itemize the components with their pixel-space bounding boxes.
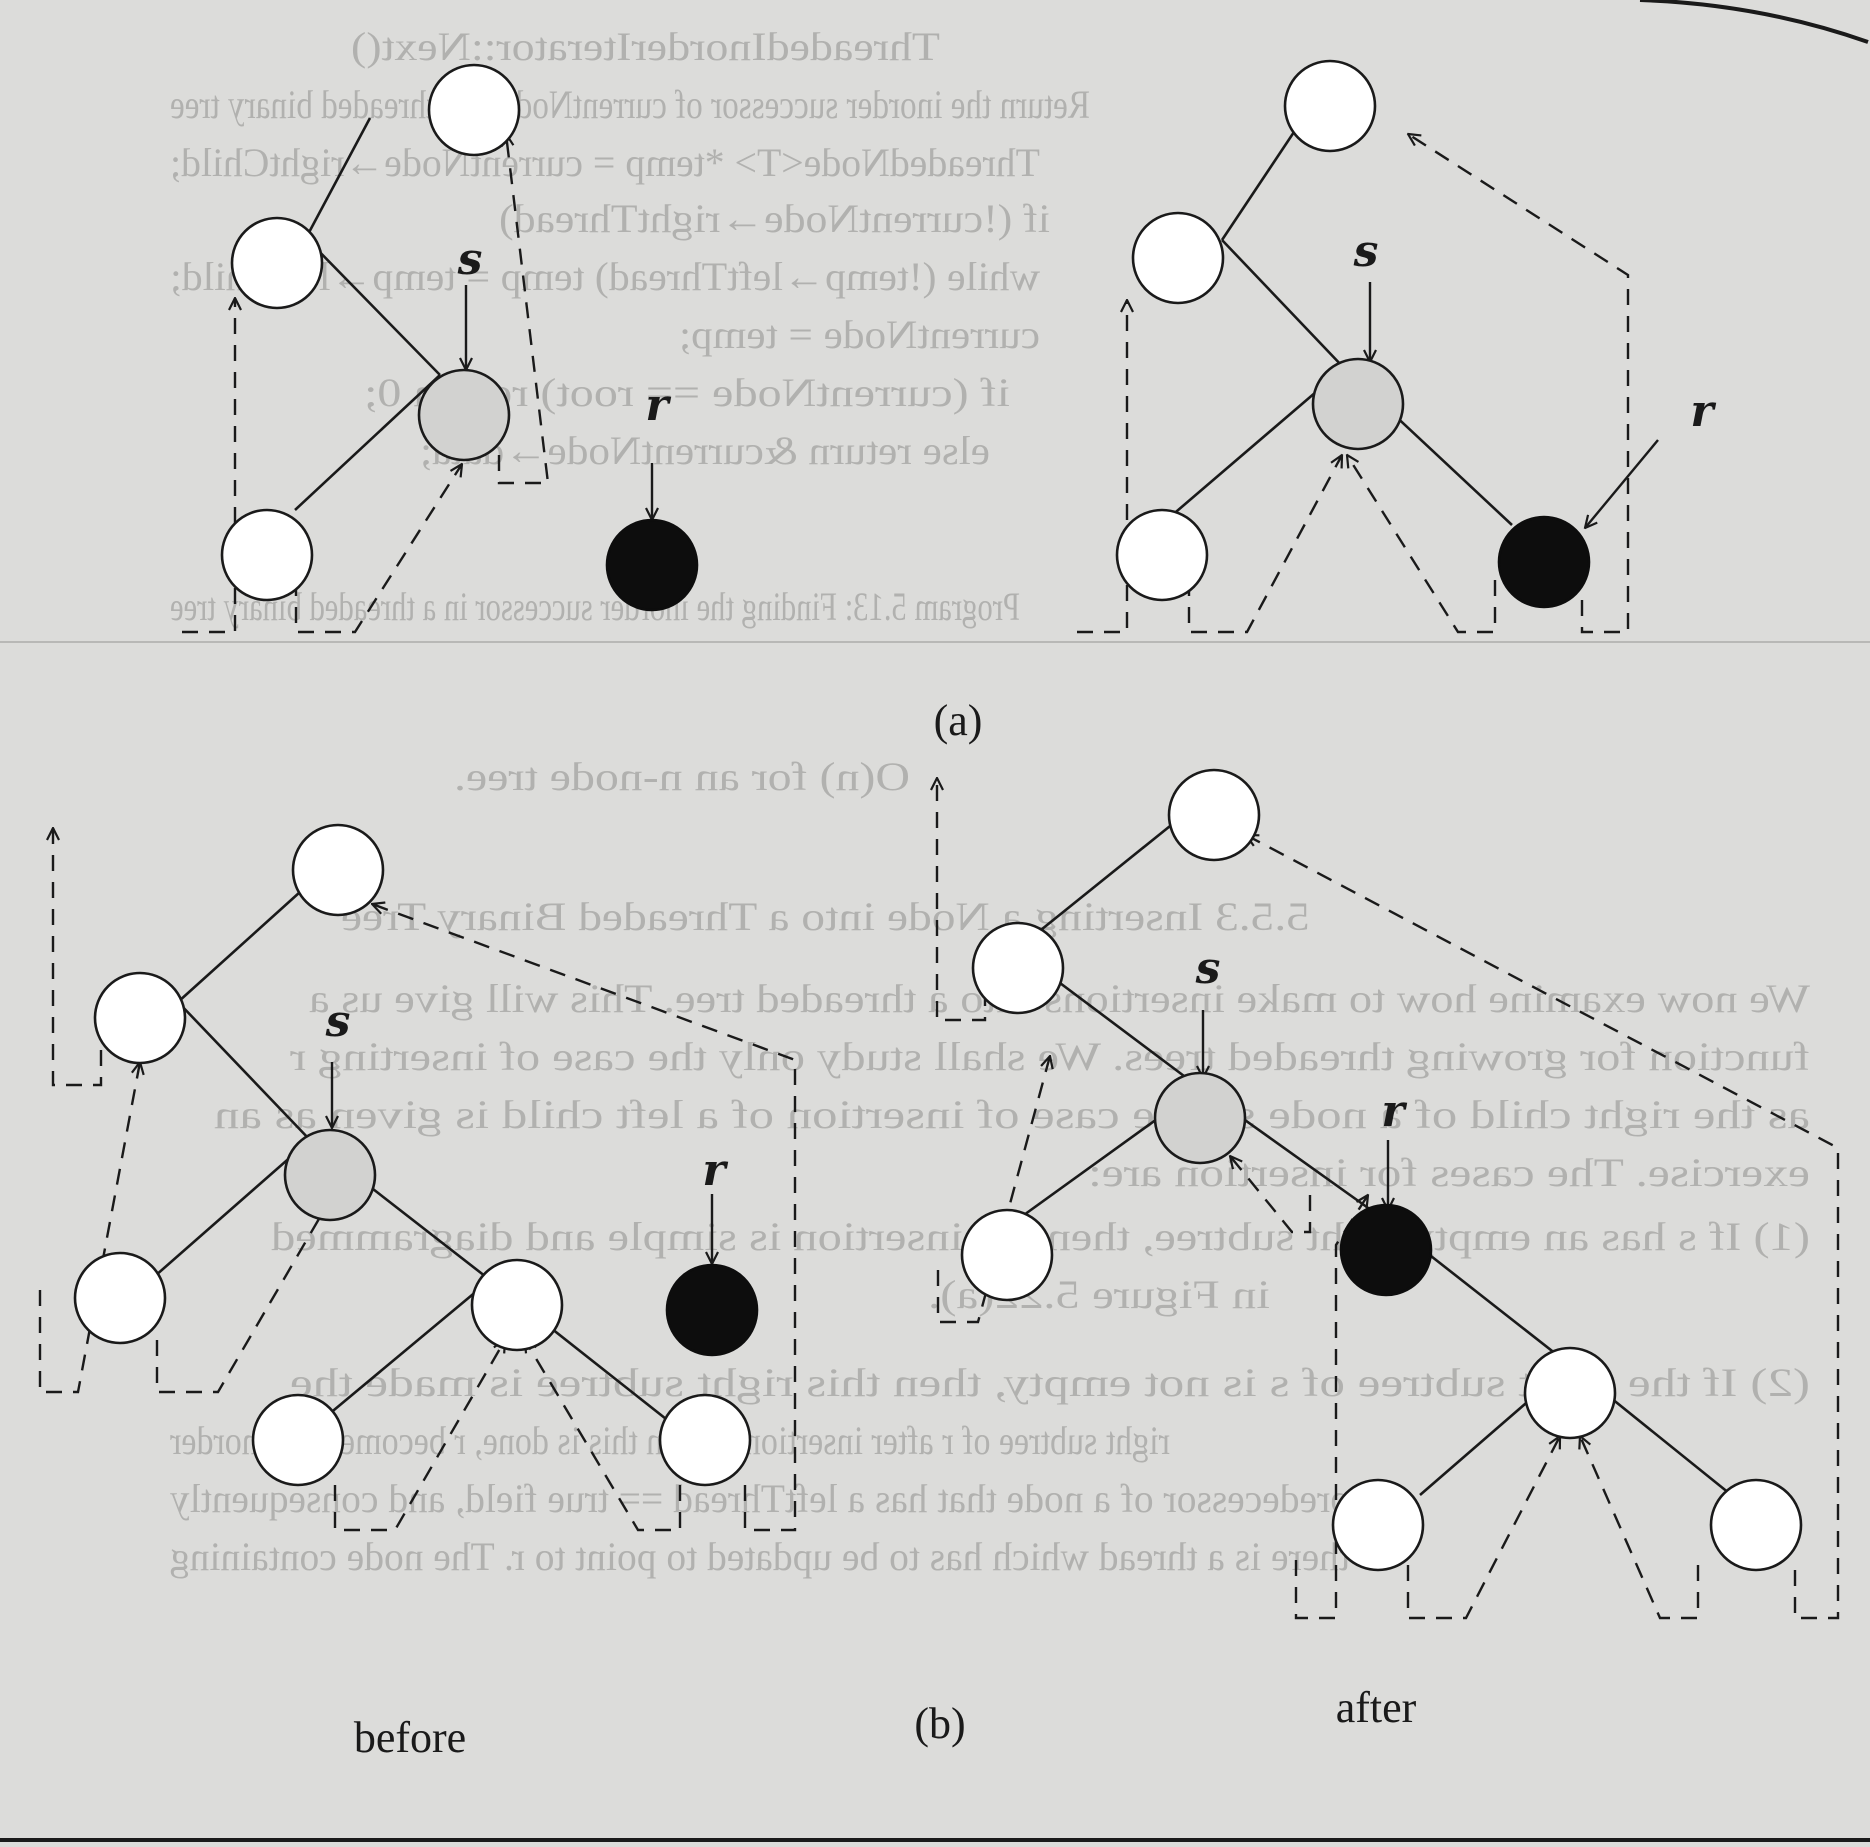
thread-arrow — [294, 464, 462, 634]
thread-arrow — [38, 1062, 140, 1394]
tree-node-r — [1497, 515, 1591, 609]
thread-arrow — [1187, 455, 1342, 634]
thread-arrow — [937, 778, 987, 1022]
tree-edge — [1015, 816, 1181, 952]
tree-node — [658, 1393, 752, 1487]
tree-edge — [177, 891, 301, 1003]
thread-arrow — [497, 134, 550, 485]
tree-node-r — [1339, 1203, 1433, 1297]
bleed-through-line: 5.5.3 Inserting a Node into a Threaded B… — [341, 894, 1310, 939]
panel-b-label: (b) — [914, 1699, 965, 1748]
tree-edge — [309, 1279, 491, 1431]
bleed-through-text: ThreadedInorderIterator::Next()Return th… — [170, 24, 1810, 1579]
bleed-through-line: ThreadedInorderIterator::Next() — [351, 24, 940, 69]
tree-edge — [154, 1139, 311, 1277]
tree-node — [230, 216, 324, 310]
thread-arrow — [1077, 300, 1127, 634]
bleed-through-line: as the right child of a node s. The case… — [214, 1092, 1810, 1137]
thread-arrow — [372, 904, 797, 1532]
page-corner-edge — [1639, 0, 1869, 44]
tree-node — [73, 1251, 167, 1345]
thread-arrow — [1347, 455, 1497, 634]
panel-a-before: s r — [182, 63, 699, 634]
r-label: r — [645, 380, 671, 431]
bleed-through-line: if (!currentNode→rightThread) — [499, 196, 1050, 241]
tree-edge — [1220, 125, 1300, 241]
tree-node-s — [1311, 357, 1405, 451]
r-label: r — [1381, 1086, 1407, 1137]
tree-node-root — [427, 63, 521, 157]
thread-arrow — [155, 1200, 330, 1394]
thread-arrow — [936, 1056, 1050, 1324]
panel-b-before: s r — [38, 823, 797, 1532]
tree-edge — [305, 237, 441, 376]
after-caption: after — [1336, 1683, 1417, 1732]
tree-node — [1115, 508, 1209, 602]
bleed-through-line: currentNode = temp; — [679, 312, 1040, 357]
tree-node — [1709, 1478, 1803, 1572]
thread-arrow — [182, 298, 235, 634]
tree-node — [960, 1208, 1054, 1302]
bleed-through-line: Program 5.13: Finding the inorder succes… — [170, 584, 1020, 629]
r-pointer-arrow — [1585, 439, 1659, 528]
thread-arrow — [1246, 835, 1840, 1620]
tree-node-r — [665, 1263, 759, 1357]
panel-a-after: s r — [1077, 59, 1716, 634]
tree-node-root — [1283, 59, 1377, 153]
s-label: s — [325, 996, 351, 1047]
tree-node — [971, 921, 1065, 1015]
thread-arrow — [53, 828, 103, 1087]
tree-node — [1131, 211, 1225, 305]
s-label: s — [1353, 226, 1379, 277]
panel-a-label: (a) — [934, 696, 983, 745]
r-label: r — [1690, 386, 1716, 437]
thread-arrow — [1406, 1436, 1560, 1620]
tree-edge — [1221, 239, 1345, 369]
tree-edge — [177, 1001, 311, 1141]
bleed-through-line: predecessor of a node that has a leftThr… — [170, 1476, 1350, 1521]
bleed-through-line: ThreadedNode<T> *temp = currentNode→righ… — [170, 140, 1040, 185]
tree-node-s — [1153, 1071, 1247, 1165]
tree-edge — [304, 117, 372, 239]
tree-node — [220, 508, 314, 602]
s-label: s — [457, 234, 483, 285]
tree-node-s — [417, 368, 511, 462]
bleed-through-line: there is a thread which has to be update… — [170, 1534, 1350, 1579]
s-label: s — [1195, 943, 1221, 994]
tree-node — [470, 1258, 564, 1352]
tree-node-s — [283, 1128, 377, 1222]
r-label: r — [702, 1145, 728, 1196]
tree-node — [1523, 1346, 1617, 1440]
before-caption: before — [354, 1713, 466, 1762]
panel-b-after: s r — [936, 768, 1840, 1620]
bleed-through-line: O(n) for an n-node tree. — [454, 754, 910, 799]
tree-node-root — [291, 823, 385, 917]
tree-node — [93, 971, 187, 1065]
thread-arrow — [525, 1340, 682, 1532]
thread-arrow — [1408, 134, 1630, 634]
tree-node — [251, 1393, 345, 1487]
tree-edge — [294, 374, 441, 511]
bleed-through-line: Return the inorder successor of currentN… — [170, 82, 1090, 127]
bleed-through-line: function for growing threaded trees. We … — [290, 1034, 1810, 1079]
bleed-through-line: else return &currentNode→data; — [420, 428, 990, 473]
tree-node-root — [1167, 768, 1261, 862]
tree-node-r — [605, 518, 699, 612]
thread-arrow — [1580, 1436, 1700, 1620]
tree-node — [1331, 1478, 1425, 1572]
